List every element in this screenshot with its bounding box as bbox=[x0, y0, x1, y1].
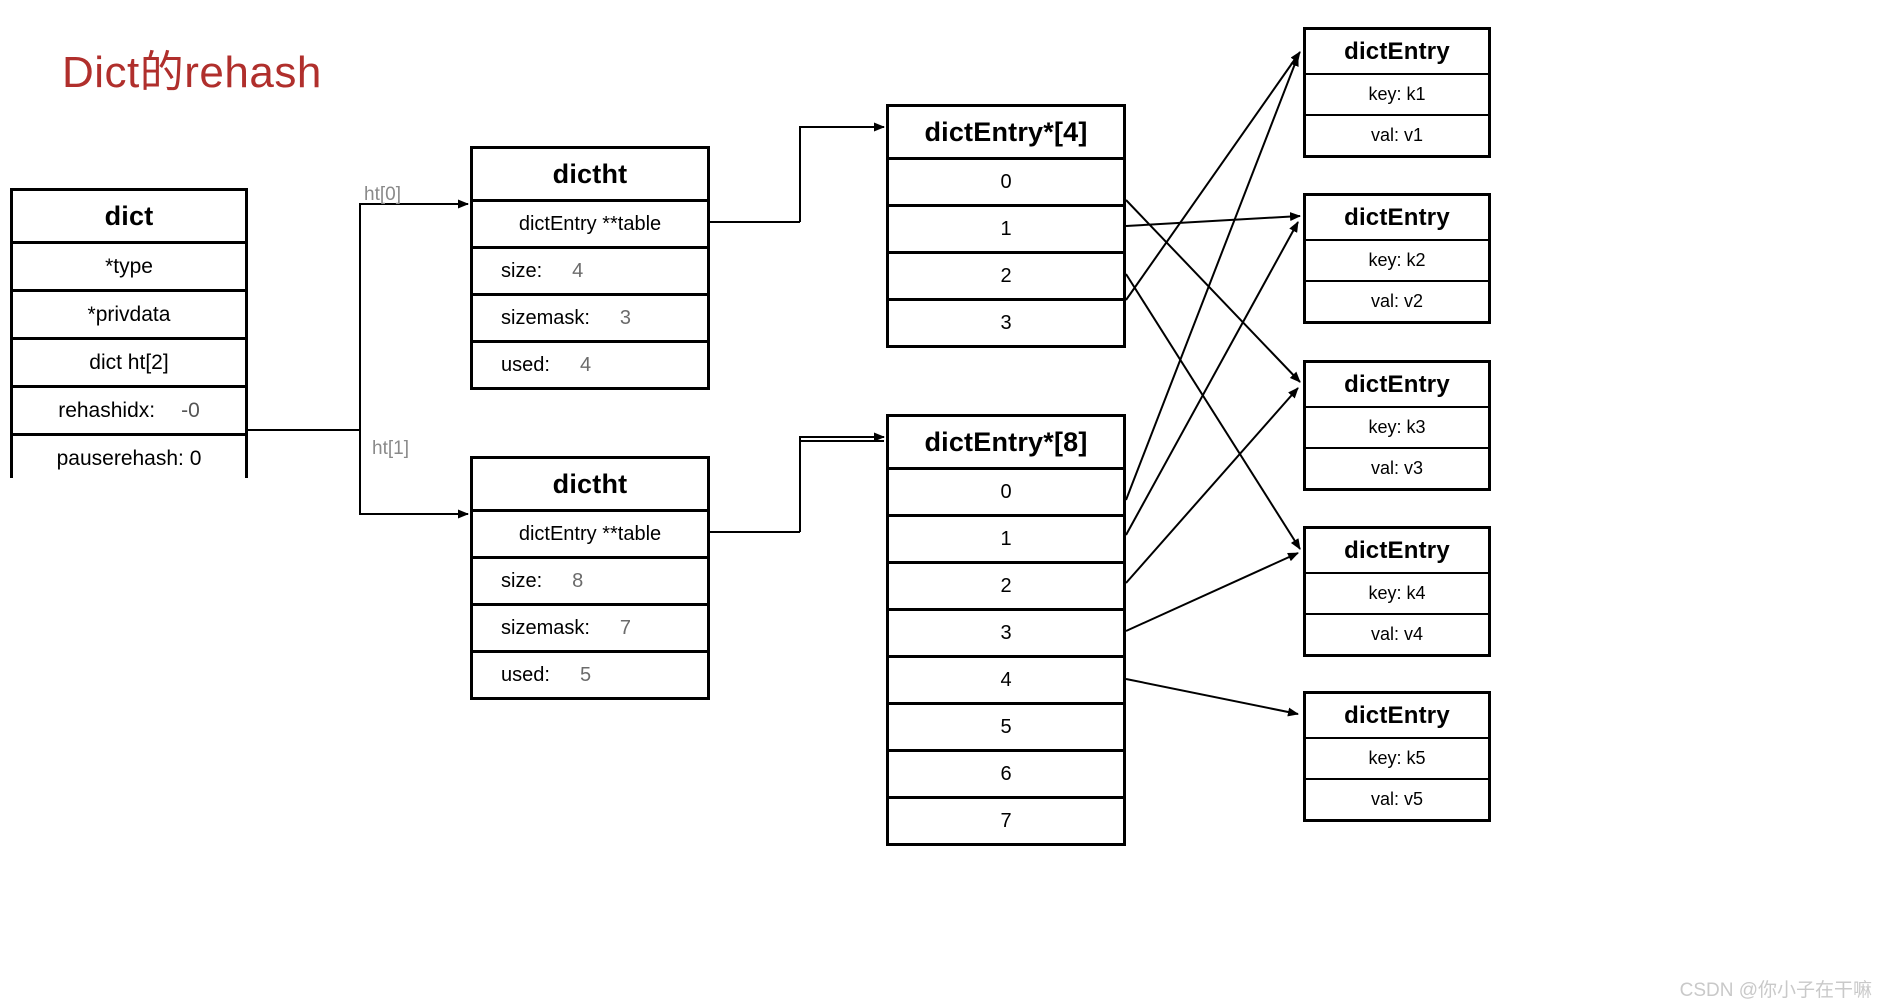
dict-entry-val: val: v2 bbox=[1306, 280, 1488, 321]
edge-label-ht0: ht[0] bbox=[364, 184, 401, 205]
dictht-0-table-field: dictEntry **table bbox=[473, 199, 707, 246]
dict-entry-key: key: k5 bbox=[1306, 737, 1488, 778]
dict-entry-val: val: v5 bbox=[1306, 778, 1488, 819]
dict-field-rehashidx-kv: rehashidx: -0 bbox=[13, 399, 245, 423]
bucket-slot: 2 bbox=[889, 251, 1123, 298]
dictht-0-sizemask: sizemask: 3 bbox=[473, 293, 707, 340]
dictht-box-0: dictht dictEntry **table size: 4 sizemas… bbox=[470, 146, 710, 390]
dictht-0-size: size: 4 bbox=[473, 246, 707, 293]
dict-field-pauserehash-label: pauserehash: 0 bbox=[56, 446, 202, 470]
dict-entry-node: dictEntry key: k2 val: v2 bbox=[1303, 193, 1491, 324]
bucket-slot: 3 bbox=[889, 298, 1123, 345]
dict-entry-key: key: k4 bbox=[1306, 572, 1488, 613]
dict-field-privdata-label: *privdata bbox=[87, 302, 171, 326]
dict-field-rehashidx-value: -0 bbox=[181, 398, 200, 422]
bucket-slot: 3 bbox=[889, 608, 1123, 655]
dict-field-ht: dict ht[2] bbox=[13, 337, 245, 385]
bucket-slot: 0 bbox=[889, 467, 1123, 514]
bucket-slot: 4 bbox=[889, 655, 1123, 702]
dict-entry-node: dictEntry key: k5 val: v5 bbox=[1303, 691, 1491, 822]
dictht-0-size-label: size: bbox=[501, 259, 543, 282]
dictht-1-size-label: size: bbox=[501, 569, 543, 592]
dict-entry-val: val: v1 bbox=[1306, 114, 1488, 155]
dict-title: dict bbox=[13, 191, 245, 241]
dictht-1-title: dictht bbox=[473, 459, 707, 509]
dict-entry-node: dictEntry key: k1 val: v1 bbox=[1303, 27, 1491, 158]
dict-struct-box: dict *type *privdata dict ht[2] rehashid… bbox=[10, 188, 248, 481]
dict-entry-key: key: k1 bbox=[1306, 73, 1488, 114]
dict-entry-node: dictEntry key: k3 val: v3 bbox=[1303, 360, 1491, 491]
dict-entry-val: val: v3 bbox=[1306, 447, 1488, 488]
bucket-slot: 2 bbox=[889, 561, 1123, 608]
dict-field-type: *type bbox=[13, 241, 245, 289]
dict-field-rehashidx: rehashidx: -0 bbox=[13, 385, 245, 433]
dict-field-rehashidx-label: rehashidx: bbox=[58, 398, 156, 422]
dictht-0-used-value: 4 bbox=[579, 353, 592, 376]
dictht-0-size-value: 4 bbox=[572, 259, 584, 282]
dict-entry-title: dictEntry bbox=[1306, 196, 1488, 239]
page-title: Dict的rehash bbox=[62, 48, 322, 97]
dict-entry-node: dictEntry key: k4 val: v4 bbox=[1303, 526, 1491, 657]
bucket-slot: 7 bbox=[889, 796, 1123, 843]
dict-entry-title: dictEntry bbox=[1306, 694, 1488, 737]
dictht-1-used: used: 5 bbox=[473, 650, 707, 697]
dictht-0-used: used: 4 bbox=[473, 340, 707, 387]
csdn-watermark: CSDN @你小子在干嘛 bbox=[1679, 980, 1872, 1001]
bucket-array-4: dictEntry*[4] 0 1 2 3 bbox=[886, 104, 1126, 348]
dict-entry-title: dictEntry bbox=[1306, 529, 1488, 572]
bucket-slot: 0 bbox=[889, 157, 1123, 204]
dictht-1-size: size: 8 bbox=[473, 556, 707, 603]
dictht-1-size-value: 8 bbox=[572, 569, 584, 592]
dict-field-privdata: *privdata bbox=[13, 289, 245, 337]
dictht-1-sizemask-value: 7 bbox=[619, 616, 632, 639]
bucket-slot: 6 bbox=[889, 749, 1123, 796]
bucket-array-8-title: dictEntry*[8] bbox=[889, 417, 1123, 467]
bucket-slot: 1 bbox=[889, 514, 1123, 561]
bucket-array-4-title: dictEntry*[4] bbox=[889, 107, 1123, 157]
bucket-slot: 1 bbox=[889, 204, 1123, 251]
dictht-1-sizemask-label: sizemask: bbox=[501, 616, 590, 639]
dict-field-pauserehash: pauserehash: 0 bbox=[13, 433, 245, 481]
dictht-1-sizemask: sizemask: 7 bbox=[473, 603, 707, 650]
bucket-slot: 5 bbox=[889, 702, 1123, 749]
dictht-0-sizemask-value: 3 bbox=[619, 306, 632, 329]
dict-entry-title: dictEntry bbox=[1306, 30, 1488, 73]
dict-field-type-label: *type bbox=[105, 254, 153, 278]
dict-entry-val: val: v4 bbox=[1306, 613, 1488, 654]
dictht-1-used-value: 5 bbox=[579, 663, 592, 686]
dictht-0-used-label: used: bbox=[501, 353, 550, 376]
edge-label-ht1: ht[1] bbox=[372, 438, 409, 459]
bucket-array-8: dictEntry*[8] 0 1 2 3 4 5 6 7 bbox=[886, 414, 1126, 846]
dict-field-ht-label: dict ht[2] bbox=[89, 350, 169, 374]
dict-entry-key: key: k2 bbox=[1306, 239, 1488, 280]
dictht-1-table-field: dictEntry **table bbox=[473, 509, 707, 556]
dictht-0-title: dictht bbox=[473, 149, 707, 199]
dictht-0-sizemask-label: sizemask: bbox=[501, 306, 590, 329]
dictht-box-1: dictht dictEntry **table size: 8 sizemas… bbox=[470, 456, 710, 700]
dict-entry-key: key: k3 bbox=[1306, 406, 1488, 447]
dict-entry-title: dictEntry bbox=[1306, 363, 1488, 406]
dictht-1-used-label: used: bbox=[501, 663, 550, 686]
